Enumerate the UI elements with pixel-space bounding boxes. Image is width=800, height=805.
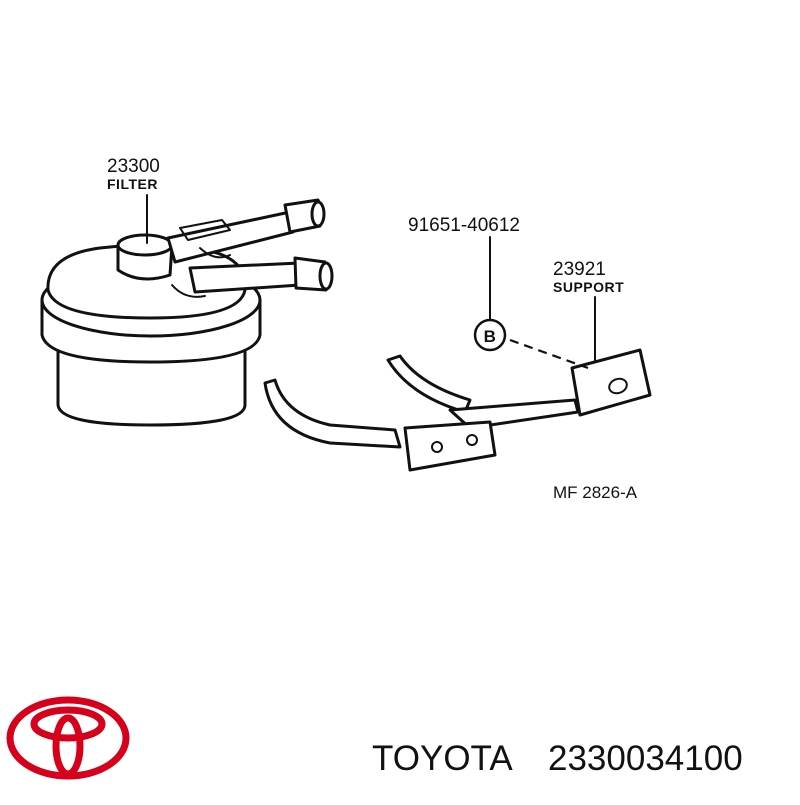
bolt-callout-circle — [473, 318, 507, 352]
support-part-number: 23921 — [553, 259, 606, 280]
toyota-logo — [6, 696, 130, 780]
fuel-filter-drawing — [40, 198, 334, 427]
bolt-dashed-leader — [509, 338, 589, 370]
footer-part-number: 2330034100 — [548, 739, 743, 778]
filter-part-name: FILTER — [107, 176, 158, 192]
support-bracket-drawing — [263, 348, 652, 472]
figure-reference: MF 2826-A — [553, 483, 638, 502]
bolt-callout-letter: B — [484, 327, 497, 346]
bolt-part-number: 91651-40612 — [408, 215, 520, 236]
footer-brand: TOYOTA — [372, 739, 513, 778]
filter-part-number: 23300 — [107, 156, 160, 177]
support-part-name: SUPPORT — [553, 279, 624, 295]
